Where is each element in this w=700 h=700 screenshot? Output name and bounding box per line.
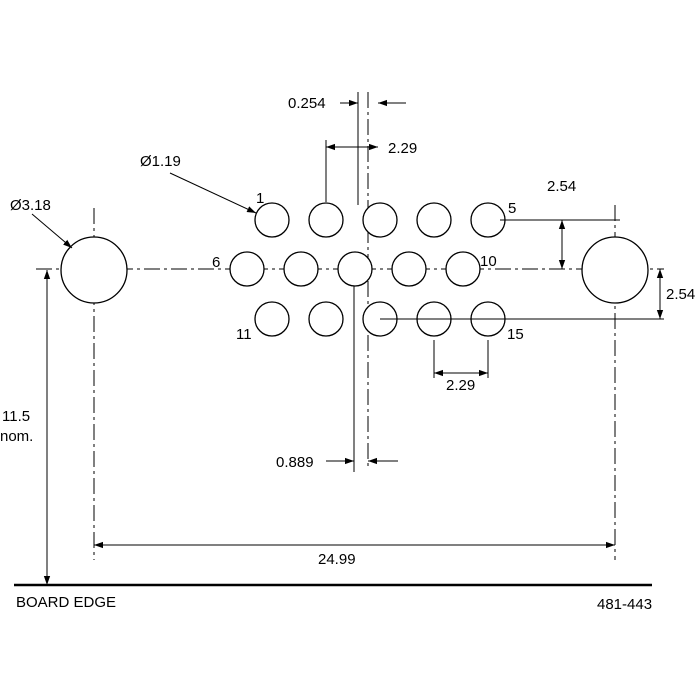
pin-hole-2	[308, 202, 344, 238]
pin-number-second-row-start: 6	[212, 254, 220, 271]
center-lines	[36, 92, 664, 560]
mount-hole-left	[60, 236, 128, 304]
dimension-lines	[31, 99, 664, 585]
pin-hole-12	[308, 301, 344, 337]
pin-hole-11	[254, 301, 290, 337]
pin-hole-8	[337, 251, 373, 287]
pin-hole-leader	[169, 172, 257, 214]
pin-number-labels: 1 5 6 10 11 15	[212, 190, 524, 343]
mount-spacing-label: 24.99	[318, 551, 356, 568]
offset-bottom-label: 0.889	[276, 454, 314, 471]
pin-hole-diameter-label: Ø1.19	[140, 153, 181, 170]
pin-number-second-row-end: 10	[480, 253, 497, 270]
pin-number-first-row-end: 5	[508, 200, 516, 217]
pin-hole-6	[229, 251, 265, 287]
part-number-label: 481-443	[597, 596, 652, 613]
pitch-top-label: 2.29	[388, 140, 417, 157]
pin-hole-4	[416, 202, 452, 238]
pin-hole-3	[362, 202, 398, 238]
row-pitch-lower-label: 2.54	[666, 286, 695, 303]
row-pitch-upper-label: 2.54	[547, 178, 576, 195]
height-label-line1: 11.5	[2, 408, 30, 425]
pin-hole-9	[391, 251, 427, 287]
pin-number-first-row-start: 1	[256, 190, 264, 207]
offset-top-label: 0.254	[288, 95, 326, 112]
dimension-labels: Ø3.18 Ø1.19 0.254 2.29 2.54 2.54 2.29 0.…	[0, 95, 695, 613]
pin-hole-1	[254, 202, 290, 238]
pin-number-third-row-end: 15	[507, 326, 524, 343]
extension-lines	[325, 92, 664, 472]
pin-number-third-row-start: 11	[236, 326, 252, 343]
pin-hole-7	[283, 251, 319, 287]
pin-hole-10	[445, 251, 481, 287]
pitch-bottom-label: 2.29	[446, 377, 475, 394]
mount-hole-diameter-label: Ø3.18	[10, 197, 51, 214]
board-edge-label: BOARD EDGE	[16, 594, 116, 611]
height-label-line2: nom.	[0, 428, 33, 445]
pin-hole-5	[470, 202, 506, 238]
mount-hole-right	[581, 236, 649, 304]
mount-hole-leader	[31, 213, 73, 249]
